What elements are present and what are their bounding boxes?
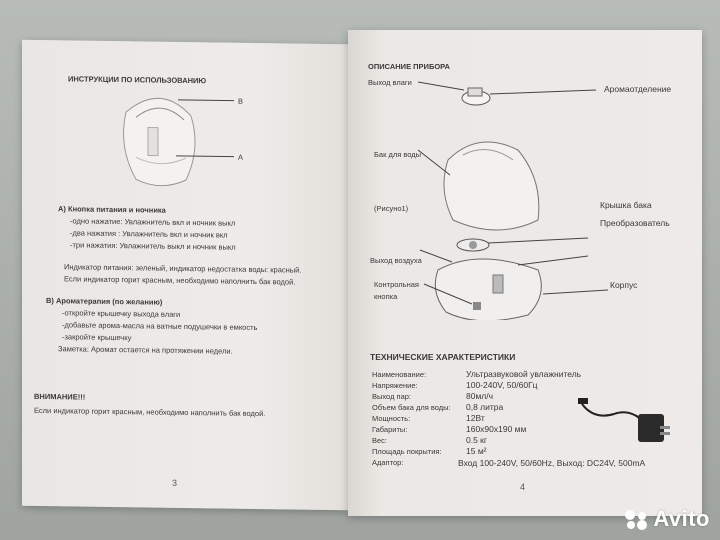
section-a-line: -три нажатия: Увлажнитель выкл и ночник … <box>70 240 236 252</box>
section-a-line: -одно нажатие: Увлажнитель вкл и ночник … <box>70 216 236 228</box>
spec-value: Вход 100-240V, 50/60Hz, Выход: DC24V, 50… <box>458 458 646 468</box>
label-figure: (Рисуно1) <box>374 204 409 213</box>
label-air-outlet: Выход воздуха <box>370 256 422 265</box>
spec-key: Наименование: <box>372 370 427 379</box>
section-a-title: A) Кнопка питания и ночника <box>58 204 166 215</box>
section-b-line: -добавьте арома-масла на ватные подушечк… <box>62 320 258 333</box>
label-tank-lid: Крышка бака <box>600 200 652 210</box>
section-b-title: B) Ароматерапия (по желанию) <box>46 296 163 307</box>
spec-key: Мощность: <box>372 414 411 423</box>
spec-key: Площадь покрытия: <box>372 447 442 456</box>
section-b-line: -откройте крышечку выхода влаги <box>62 308 181 319</box>
right-page: ОПИСАНИЕ ПРИБОРА Выход влаги Аромаотделе… <box>348 30 702 516</box>
indicator-text-2: Если индикатор горит красным, необходимо… <box>64 274 296 287</box>
spec-value: 15 м² <box>466 446 487 456</box>
label-moisture-outlet: Выход влаги <box>368 78 412 87</box>
label-a: A <box>238 152 244 162</box>
left-page: ИНСТРУКЦИИ ПО ИСПОЛЬЗОВАНИЮ B A A) Кнопк… <box>22 39 348 511</box>
avito-logo-icon <box>625 510 648 531</box>
device-exploded-diagram <box>417 81 609 320</box>
power-adapter-image <box>578 398 670 442</box>
page-number-left: 3 <box>172 477 178 488</box>
spec-key: Выход пар: <box>372 392 412 401</box>
label-control-button: Контрольная <box>374 280 419 289</box>
label-water-tank: Бак для воды <box>374 150 422 159</box>
humidifier-diagram <box>123 97 234 187</box>
spec-value: 80мл/ч <box>466 391 494 401</box>
section-a-line: -два нажатия : Увлажнитель вкл и ночник … <box>70 228 228 240</box>
attention-title: ВНИМАНИЕ!!! <box>34 391 86 402</box>
avito-watermark: Avito <box>623 506 710 532</box>
label-housing: Корпус <box>610 280 638 290</box>
spec-key: Адаптор: <box>372 458 404 467</box>
spec-value: 100-240V, 50/60Гц <box>466 380 538 390</box>
label-control-button-2: кнопка <box>374 292 398 301</box>
specs-heading: ТЕХНИЧЕСКИЕ ХАРАКТЕРИСТИКИ <box>370 352 516 362</box>
device-heading: ОПИСАНИЕ ПРИБОРА <box>368 62 450 71</box>
label-b: B <box>238 96 244 106</box>
indicator-text-1: Индикатор питания: зеленый, индикатор не… <box>64 262 302 275</box>
aroma-note: Заметка: Аромат остается на протяжении н… <box>58 344 233 356</box>
label-transducer: Преобразователь <box>600 218 670 228</box>
section-b-line: -закройте крышечку <box>62 332 132 343</box>
spec-key: Габариты: <box>372 425 408 434</box>
instructions-heading: ИНСТРУКЦИИ ПО ИСПОЛЬЗОВАНИЮ <box>68 74 207 86</box>
spec-key: Объем бака для воды: <box>372 403 451 412</box>
spec-value: Ультразвуковой увлажнитель <box>466 369 582 379</box>
page-number-right: 4 <box>520 482 526 492</box>
attention-text: Если индикатор горит красным, необходимо… <box>34 405 266 419</box>
spec-value: 160x90x190 мм <box>466 424 527 434</box>
spec-key: Напряжение: <box>372 381 418 390</box>
label-aroma-compartment: Аромаотделение <box>604 84 672 94</box>
spec-value: 0,8 литра <box>466 402 504 412</box>
avito-watermark-text: Avito <box>653 506 710 531</box>
spec-key: Вес: <box>372 436 388 445</box>
spec-value: 12Вт <box>466 413 485 423</box>
spec-value: 0.5 кг <box>466 435 487 445</box>
